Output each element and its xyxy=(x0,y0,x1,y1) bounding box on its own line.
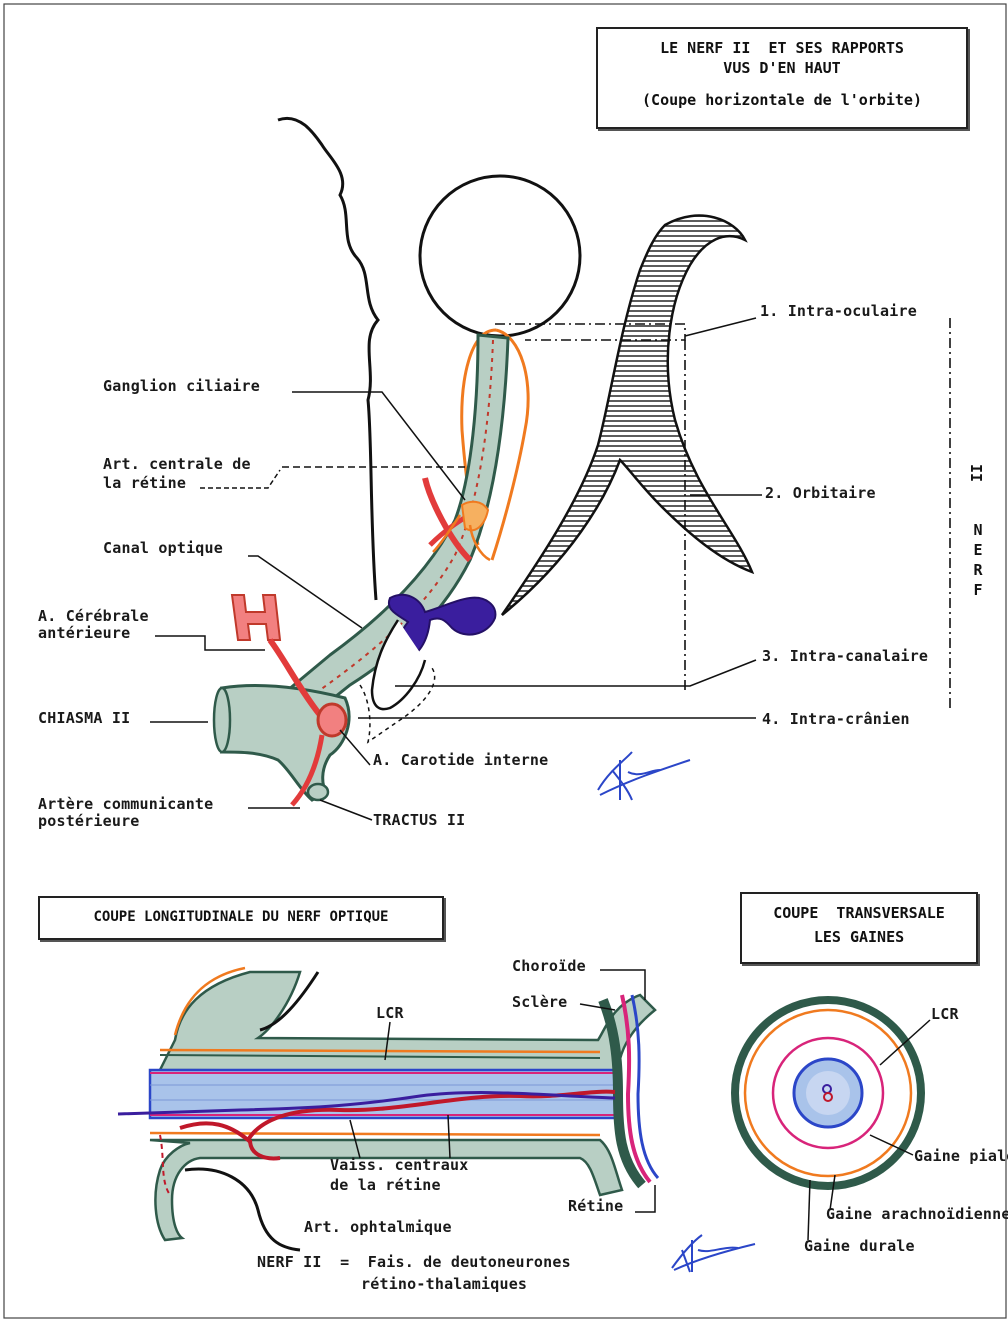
medial-orbital-wall xyxy=(278,118,378,600)
label-ganglion: Ganglion ciliaire xyxy=(103,378,260,395)
label-chiasma: CHIASMA II xyxy=(38,710,130,727)
side-letter-e: E xyxy=(970,540,986,560)
segment-1-label: 1. Intra-oculaire xyxy=(760,303,917,320)
label-vaiss-2: de la rétine xyxy=(330,1177,441,1194)
label-communicante-1: Artère communicante xyxy=(38,796,213,813)
label-gaine-arachnoidienne: Gaine arachnoïdienne xyxy=(826,1206,1008,1223)
label-retine: Rétine xyxy=(568,1198,623,1215)
label-choroide: Choroïde xyxy=(512,958,586,975)
eyeball xyxy=(420,176,580,336)
label-vaiss-1: Vaiss. centraux xyxy=(330,1157,468,1174)
signature-bottom xyxy=(672,1235,755,1272)
side-label-word: N E R F xyxy=(970,520,986,600)
label-art-centrale-2: la rétine xyxy=(103,475,186,492)
side-letter-f: F xyxy=(970,580,986,600)
label-gaine-piale: Gaine piale xyxy=(914,1148,1008,1165)
label-cerebrale-1: A. Cérébrale xyxy=(38,608,149,625)
side-letter-n: N xyxy=(970,520,986,540)
label-communicante-2: postérieure xyxy=(38,813,140,830)
transverse-title-1: COUPE TRANSVERSALE xyxy=(742,902,976,924)
longitudinal-title-box: COUPE LONGITUDINALE DU NERF OPTIQUE xyxy=(38,896,444,940)
segment-3-label: 3. Intra-canalaire xyxy=(762,648,928,665)
label-gaine-durale: Gaine durale xyxy=(804,1238,915,1255)
segment-4-label: 4. Intra-crânien xyxy=(762,711,910,728)
top-title-line1: LE NERF II ET SES RAPPORTS xyxy=(598,37,966,59)
label-tractus: TRACTUS II xyxy=(373,812,465,829)
tractus xyxy=(308,784,328,800)
label-cerebrale-2: antérieure xyxy=(38,625,130,642)
transverse-diagram xyxy=(735,1000,930,1240)
label-carotide: A. Carotide interne xyxy=(373,752,548,769)
label-sclere: Sclère xyxy=(512,994,567,1011)
anterior-cerebral-artery xyxy=(232,595,280,640)
signature-top xyxy=(598,752,690,800)
label-canal: Canal optique xyxy=(103,540,223,557)
longitudinal-title: COUPE LONGITUDINALE DU NERF OPTIQUE xyxy=(40,906,442,928)
label-art-ophtalmique: Art. ophtalmique xyxy=(304,1219,452,1236)
label-lcr-long: LCR xyxy=(376,1005,404,1022)
ciliary-ganglion xyxy=(462,502,488,531)
side-label-roman: II xyxy=(966,464,986,480)
transverse-title-box: COUPE TRANSVERSALE LES GAINES xyxy=(740,892,978,964)
transverse-title-2: LES GAINES xyxy=(742,926,976,948)
label-lcr-trans: LCR xyxy=(931,1006,959,1023)
top-title-line2: VUS D'EN HAUT xyxy=(598,57,966,79)
segment-2-label: 2. Orbitaire xyxy=(765,485,876,502)
formula-line2: rétino-thalamiques xyxy=(361,1276,527,1293)
label-art-centrale-1: Art. centrale de xyxy=(103,456,251,473)
side-letter-r: R xyxy=(970,560,986,580)
top-title-line3: (Coupe horizontale de l'orbite) xyxy=(598,89,966,111)
formula-line1: NERF II = Fais. de deutoneurones xyxy=(257,1254,571,1271)
top-title-box: LE NERF II ET SES RAPPORTS VUS D'EN HAUT… xyxy=(596,27,968,129)
